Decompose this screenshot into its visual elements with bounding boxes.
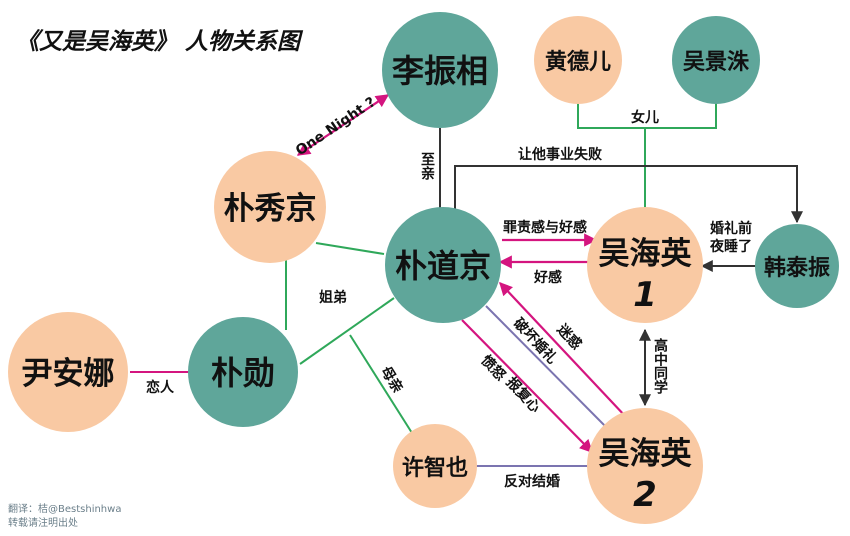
edge-confused [499,282,627,418]
svg-text:黄德儿: 黄德儿 [545,49,611,75]
svg-text:李振相: 李振相 [392,52,488,90]
svg-text:吴海英: 吴海英 [599,236,693,272]
label-anger: 愤怒 [478,352,510,385]
svg-text:朴秀京: 朴秀京 [224,191,317,227]
node-piao-xiujing: 朴秀京 [214,151,326,263]
label-daughter: 女儿 [631,109,659,126]
edge-broke-wedding [485,305,613,434]
svg-text:吴海英: 吴海英 [599,436,693,472]
edge-mother-son [349,334,413,434]
svg-text:吴景洙: 吴景洙 [683,50,750,75]
node-xu-zhiye: 许智也 [393,424,477,508]
label-made-fail: 让他事业失败 [518,146,603,163]
label-guilt-affection: 罪责感与好感 [503,219,587,236]
svg-text:朴勋: 朴勋 [211,354,275,392]
edge-one-night [296,94,390,156]
node-wu-haiying-2: 吴海英 2 [587,408,703,524]
credit-translator: 翻译：桔@Bestshinhwa [8,504,122,515]
svg-text:朴道京: 朴道京 [395,247,491,285]
page-title: 《又是吴海英》 人物关系图 [16,29,301,55]
label-sibling: 姐弟 [319,289,347,306]
label-oppose-marriage: 反对结婚 [504,473,560,490]
label-lovers: 恋人 [146,379,175,396]
svg-text:2: 2 [633,475,657,515]
svg-text:1: 1 [633,275,657,315]
node-li-zhenxiang: 李振相 [382,12,498,128]
node-piao-daojing: 朴道京 [385,207,501,323]
label-wedding-line2: 夜睡了 [709,238,752,255]
label-revenge: 报复心 [503,374,544,416]
edge-daojing-xun [299,297,395,365]
edge-anger-revenge [461,319,593,453]
svg-text:尹安娜: 尹安娜 [22,356,115,392]
node-wu-haiying-1: 吴海英 1 [587,207,703,323]
node-piao-xun: 朴勋 [188,317,298,427]
credit-repost-notice: 转载请注明出处 [8,518,78,529]
edge-xiujing-daojing [315,242,385,255]
label-wedding-line1: 婚礼前 [710,220,752,237]
label-one-night: One Night ? [293,94,379,159]
node-wu-jingzhu: 吴景洙 [672,16,760,104]
svg-text:韩泰振: 韩泰振 [764,255,830,281]
label-affection: 好感 [533,269,562,286]
edge-made-fail [454,165,803,224]
node-huang-deer: 黄德儿 [534,16,622,104]
edge-daughter-bracket [577,102,717,129]
label-zhiqin: 至亲 [419,152,435,181]
svg-text:许智也: 许智也 [402,455,468,481]
node-han-taizhen: 韩泰振 [755,224,839,308]
label-classmates: 高中同学 [652,337,668,395]
label-confused: 迷惑 [553,320,585,353]
node-yin-anna: 尹安娜 [8,312,128,432]
label-mother-son: 母亲 [377,363,406,396]
